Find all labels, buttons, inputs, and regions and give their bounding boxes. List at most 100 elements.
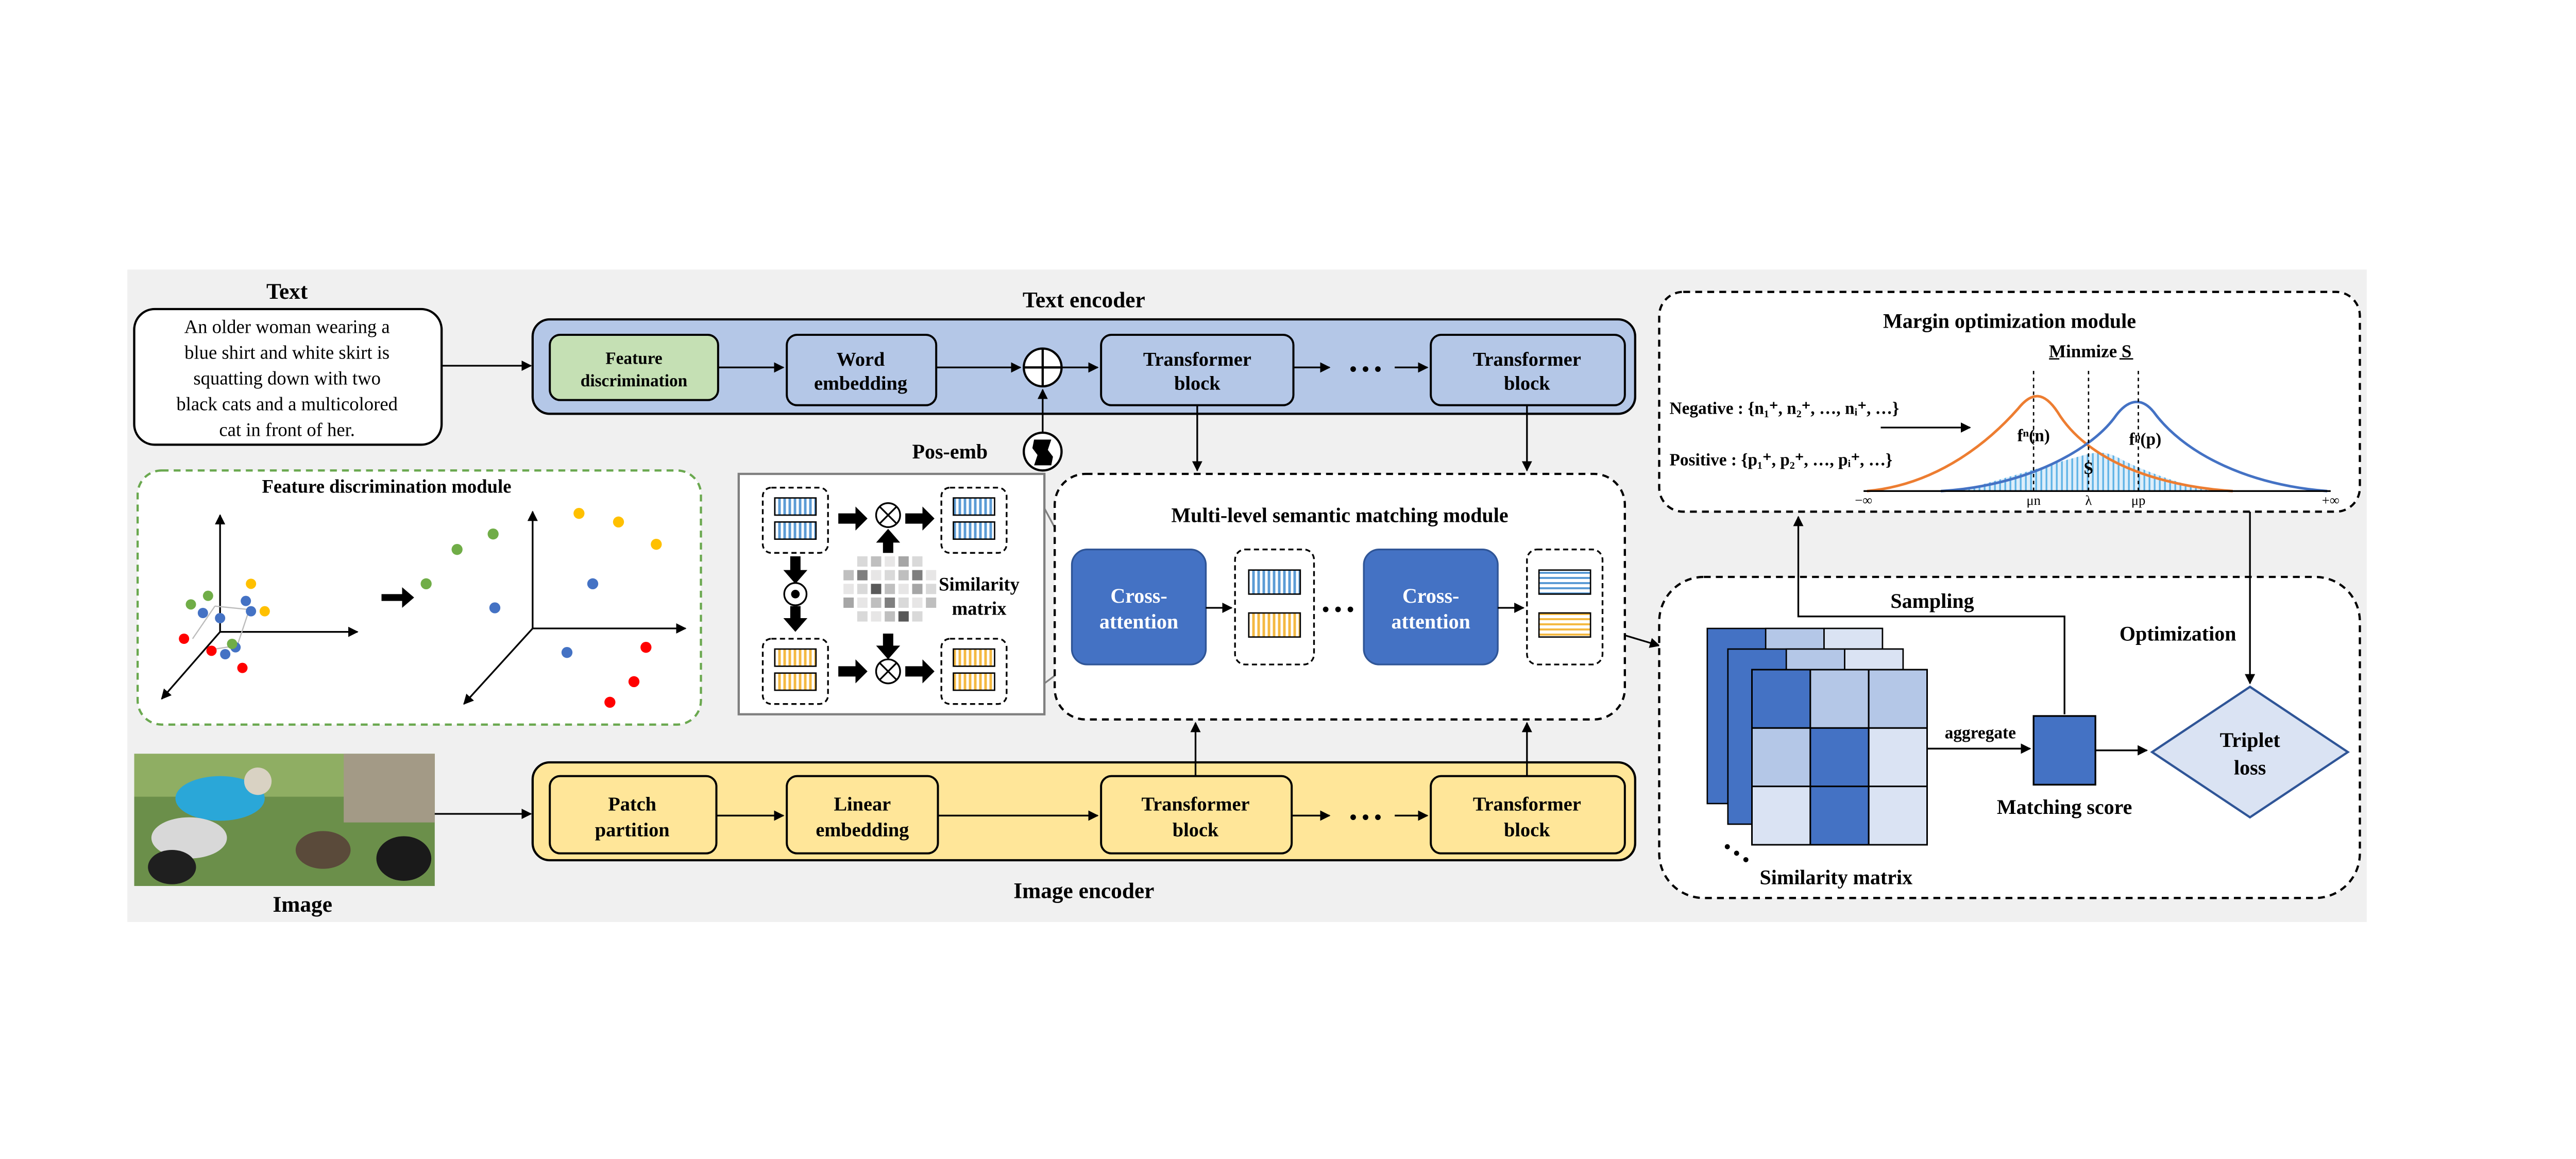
inset-arrow-1 bbox=[838, 506, 868, 531]
caption-line-3: squatting down with two bbox=[193, 368, 381, 389]
sampling-arrow bbox=[1793, 516, 2065, 714]
text-label: Text bbox=[266, 279, 308, 304]
inset-output-image-box bbox=[940, 638, 1008, 705]
patch-partition-line-2: partition bbox=[595, 819, 670, 841]
caption-line-1: An older woman wearing a bbox=[184, 316, 390, 337]
cross-attention-2-line-2: attention bbox=[1392, 610, 1470, 633]
mu-p-label: μp bbox=[2131, 492, 2146, 508]
cross-attention-2-line-1: Cross- bbox=[1402, 584, 1459, 607]
matching-score-label: Matching score bbox=[1997, 795, 2132, 819]
lambda-label: λ bbox=[2085, 492, 2092, 508]
inset-arrow-down-3 bbox=[876, 634, 901, 659]
caption-line-4: black cats and a multicolored bbox=[176, 394, 398, 415]
arrow-matching-to-optimization bbox=[1624, 634, 1660, 648]
patch-partition-line-1: Patch bbox=[608, 793, 656, 815]
inset-arrow-2 bbox=[905, 506, 935, 531]
negative-set-label: Negative : {n₁⁺, n₂⁺, …, nᵢ⁺, …} bbox=[1670, 399, 1900, 418]
fused-tokens-box-2 bbox=[1526, 549, 1604, 666]
mult-bot-b bbox=[878, 662, 897, 681]
word-embedding-block bbox=[786, 334, 938, 406]
inset-arrow-up bbox=[876, 529, 901, 553]
text-encoder-title: Text encoder bbox=[1023, 288, 1145, 313]
inset-arrow-4 bbox=[905, 659, 935, 684]
fp-label: fᵖ(p) bbox=[2129, 430, 2161, 449]
negative-distribution-curve bbox=[1867, 395, 2233, 492]
inset-similarity-label-1: Similarity bbox=[939, 574, 1020, 595]
axis-pos-inf: +∞ bbox=[2322, 492, 2340, 508]
text-transformer-1-line-1: Transformer bbox=[1143, 349, 1251, 370]
overlap-region-s bbox=[1958, 452, 2212, 491]
inset-out-y2 bbox=[953, 672, 995, 691]
positive-distribution-curve bbox=[1941, 400, 2328, 492]
fused-1-b bbox=[1248, 569, 1301, 595]
entangled-feature-cluster bbox=[179, 578, 270, 673]
mult-top-b bbox=[878, 506, 897, 524]
triplet-loss-diamond bbox=[2150, 685, 2350, 819]
linear-embedding-line-2: embedding bbox=[816, 819, 909, 841]
text-transformer-2-line-2: block bbox=[1504, 373, 1550, 395]
image-transformer-1-line-2: block bbox=[1173, 819, 1219, 841]
inset-token-y2 bbox=[774, 672, 817, 691]
image-transformer-1-line-1: Transformer bbox=[1141, 793, 1249, 815]
matching-module-title: Multi-level semantic matching module bbox=[1171, 503, 1508, 526]
fused-2-b bbox=[1538, 569, 1591, 595]
fused-tokens-box-1 bbox=[1234, 549, 1315, 666]
fused-1-y bbox=[1248, 612, 1301, 638]
linear-embedding-line-1: Linear bbox=[834, 793, 891, 815]
text-transformer-1-line-2: block bbox=[1174, 373, 1221, 395]
similarity-matrix-grid bbox=[843, 556, 937, 622]
margin-optimization-module bbox=[1658, 291, 2361, 513]
cross-attention-1-line-2: attention bbox=[1099, 610, 1178, 633]
text-caption-box bbox=[133, 308, 443, 446]
margin-module-title: Margin optimization module bbox=[1883, 310, 2136, 333]
cross-attention-1-line-1: Cross- bbox=[1110, 584, 1167, 607]
image-encoder-ellipsis: • • • bbox=[1349, 806, 1381, 829]
image-encoder-title: Image encoder bbox=[1013, 878, 1154, 903]
inset-text-tokens-box bbox=[761, 487, 829, 554]
image-transformer-2-line-1: Transformer bbox=[1473, 793, 1581, 815]
inset-out-y1 bbox=[953, 648, 995, 667]
pos-emb-glyph bbox=[1032, 439, 1053, 466]
inset-similarity-label-2: matrix bbox=[952, 598, 1007, 619]
matching-score-square bbox=[2032, 715, 2096, 786]
aggregate-label: aggregate bbox=[1945, 723, 2016, 742]
inset-out-b1 bbox=[953, 497, 995, 516]
separated-feature-points bbox=[420, 507, 662, 708]
optimization-label: Optimization bbox=[2120, 622, 2236, 645]
image-label: Image bbox=[273, 892, 332, 917]
pos-emb-label: Pos-emb bbox=[912, 440, 988, 463]
word-embedding-line-1: Word bbox=[837, 349, 885, 370]
feature-discrimination-module bbox=[137, 469, 702, 726]
inset-token-b1 bbox=[774, 497, 817, 516]
transform-arrow bbox=[381, 587, 414, 608]
s-label: S bbox=[2084, 459, 2094, 478]
caption-line-2: blue shirt and white skirt is bbox=[184, 342, 389, 363]
inset-image-tokens-box bbox=[761, 638, 829, 705]
caption-line-5: cat in front of her. bbox=[219, 419, 355, 440]
input-photo bbox=[134, 754, 435, 886]
inset-output-text-box bbox=[940, 487, 1008, 554]
image-transformer-2-line-2: block bbox=[1504, 819, 1550, 841]
inset-token-b2 bbox=[774, 521, 817, 540]
similarity-matrix-front bbox=[1751, 669, 1928, 846]
dot-product-center bbox=[791, 590, 800, 599]
inset-arrow-down-2 bbox=[783, 606, 808, 632]
text-transformer-2-line-1: Transformer bbox=[1473, 349, 1581, 370]
inset-token-y1 bbox=[774, 648, 817, 667]
axis-neg-inf: −∞ bbox=[1855, 492, 1872, 508]
triplet-loss-line-2: loss bbox=[2234, 756, 2266, 779]
fused-2-y bbox=[1538, 612, 1591, 638]
inset-arrow-3 bbox=[838, 659, 868, 684]
axis-right-z bbox=[463, 627, 534, 705]
fn-label: fⁿ(n) bbox=[2017, 427, 2049, 446]
inset-out-b2 bbox=[953, 521, 995, 540]
axis-left-z bbox=[161, 631, 221, 700]
positive-set-label: Positive : {p₁⁺, p₂⁺, …, pᵢ⁺, …} bbox=[1670, 450, 1893, 469]
word-embedding-line-2: embedding bbox=[814, 373, 907, 395]
sampling-label: Sampling bbox=[1890, 589, 1974, 612]
similarity-matrix-label: Similarity matrix bbox=[1760, 866, 1913, 889]
matching-ellipsis: • • • bbox=[1322, 598, 1354, 621]
triplet-loss-line-1: Triplet bbox=[2220, 728, 2281, 752]
mu-n-label: μn bbox=[2026, 492, 2041, 508]
